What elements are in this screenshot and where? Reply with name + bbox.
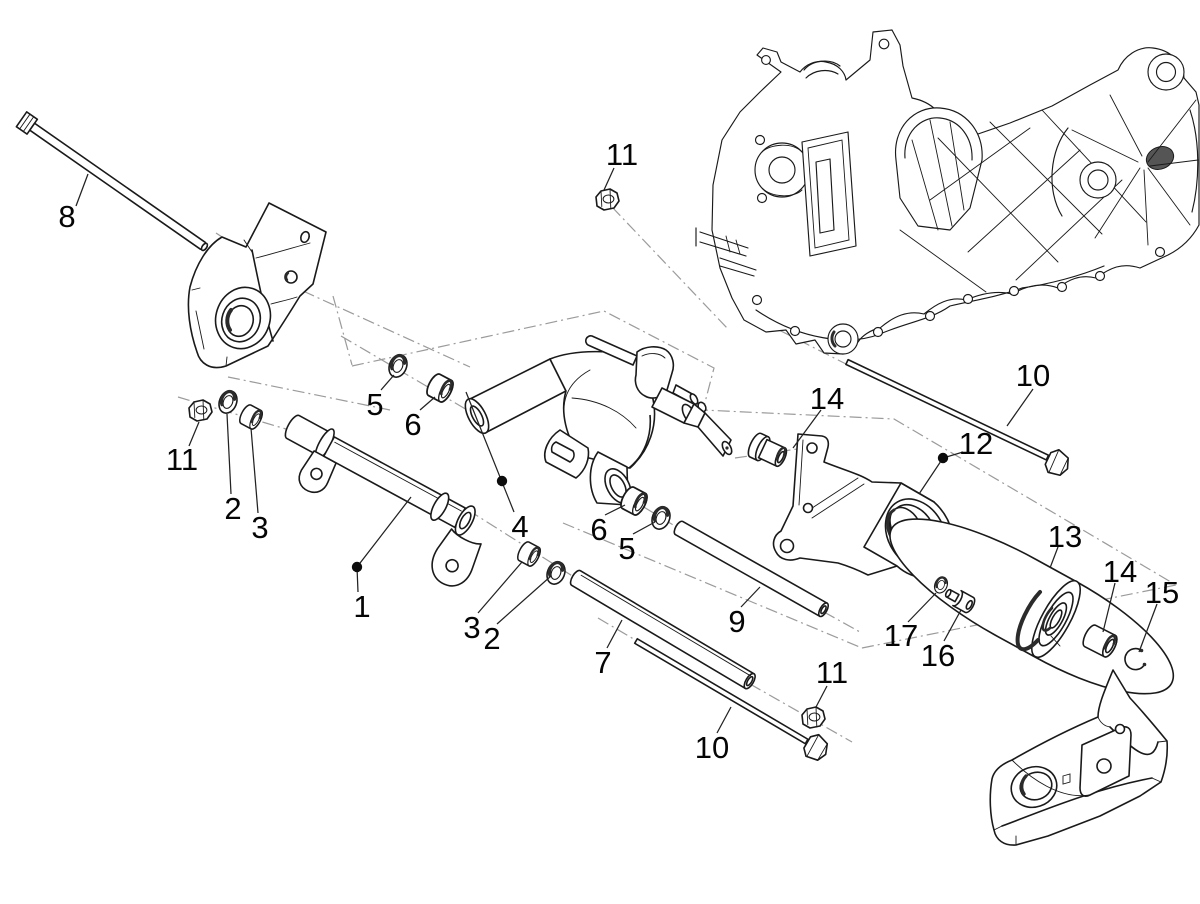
callout-dot-1 <box>351 561 363 573</box>
callout-leader-6 <box>419 396 436 411</box>
swingarm-link-arm <box>284 414 482 587</box>
callout-leader-11 <box>188 421 200 447</box>
front-guard-cover <box>187 202 327 369</box>
callout-number-5: 5 <box>366 387 383 422</box>
flange-nut-bottom <box>801 706 826 729</box>
callout-leader-11 <box>815 685 828 708</box>
callout-leader-13 <box>1049 546 1059 569</box>
callout-leader-5 <box>380 374 395 391</box>
callout-number-4: 4 <box>511 509 528 544</box>
socket-bolt-16 <box>944 588 976 614</box>
callout-leader-4 <box>465 391 515 513</box>
phantom-line <box>302 290 471 368</box>
callout-number-12: 12 <box>959 426 993 461</box>
callout-number-6: 6 <box>404 407 421 442</box>
callout-leader-11 <box>603 167 615 191</box>
washer-2-right <box>542 557 570 589</box>
callout-number-7: 7 <box>594 645 611 680</box>
callout-leader-14 <box>1102 582 1116 633</box>
callout-number-1: 1 <box>353 589 370 624</box>
callout-number-11: 11 <box>166 442 198 477</box>
callout-number-2: 2 <box>224 491 241 526</box>
callout-number-17: 17 <box>884 618 918 653</box>
callout-number-2: 2 <box>483 621 500 656</box>
phantom-line <box>611 206 729 330</box>
callout-leader-1 <box>356 496 412 593</box>
bushing-3-left <box>236 401 266 433</box>
shock-bushing-14-right <box>1082 624 1118 658</box>
shock-bushing-14-left <box>747 432 788 468</box>
spacer-tube-7 <box>569 569 756 690</box>
callout-dot-4 <box>496 475 508 487</box>
callout-leader-8 <box>75 173 89 207</box>
engine-crankcase <box>695 29 1200 355</box>
callout-number-6: 6 <box>590 512 607 547</box>
callout-leader-10 <box>716 706 732 734</box>
callout-number-14: 14 <box>810 381 844 416</box>
callout-leader-15 <box>1138 603 1158 653</box>
swingarm <box>464 335 733 506</box>
callout-number-10: 10 <box>1016 358 1050 393</box>
callout-number-5: 5 <box>618 531 635 566</box>
callout-number-15: 15 <box>1145 575 1179 610</box>
callout-leader-9 <box>740 586 761 608</box>
bushing-6-upper <box>422 370 458 406</box>
callout-number-16: 16 <box>921 638 955 673</box>
spacer-tube-9 <box>673 520 830 618</box>
phantom-line <box>562 522 863 649</box>
callout-leader-2 <box>226 413 232 495</box>
callout-number-3: 3 <box>251 510 268 545</box>
washer-2-left <box>214 386 242 418</box>
bushing-3-right <box>514 538 544 570</box>
upper-long-bolt <box>845 358 1075 481</box>
callout-leader-2 <box>496 575 552 625</box>
callout-leader-7 <box>606 619 623 649</box>
callout-number-13: 13 <box>1048 519 1082 554</box>
callout-leader-3 <box>250 427 259 514</box>
callout-number-11: 11 <box>816 655 848 690</box>
rear-guard-cover <box>989 669 1169 846</box>
callout-number-8: 8 <box>58 199 75 234</box>
phantom-line <box>340 335 475 415</box>
callout-number-9: 9 <box>728 604 745 639</box>
washer-5-upper <box>384 350 412 382</box>
callout-dot-12 <box>937 452 949 464</box>
callout-leader-10 <box>1006 388 1034 427</box>
lower-long-bolt <box>633 637 834 766</box>
callout-number-10: 10 <box>695 730 729 765</box>
washer-5-lower <box>647 502 675 534</box>
phantom-line <box>823 611 861 633</box>
callout-number-14: 14 <box>1103 554 1137 589</box>
callout-leader-17 <box>907 592 937 623</box>
callout-leader-6 <box>604 504 626 516</box>
flange-nut-top <box>595 188 620 211</box>
phantom-line <box>227 376 391 411</box>
callout-leader-5 <box>632 521 656 535</box>
callout-leader-16 <box>943 609 962 642</box>
circlip-15 <box>1124 647 1147 671</box>
phantom-line <box>749 683 853 743</box>
long-pivot-bolt <box>15 111 209 252</box>
callout-number-3: 3 <box>463 610 480 645</box>
callout-number-11: 11 <box>606 137 638 172</box>
flange-nut-left <box>188 399 213 422</box>
callout-leader-14 <box>792 409 822 449</box>
phantom-line <box>332 295 353 366</box>
callout-leader-3 <box>477 561 523 614</box>
